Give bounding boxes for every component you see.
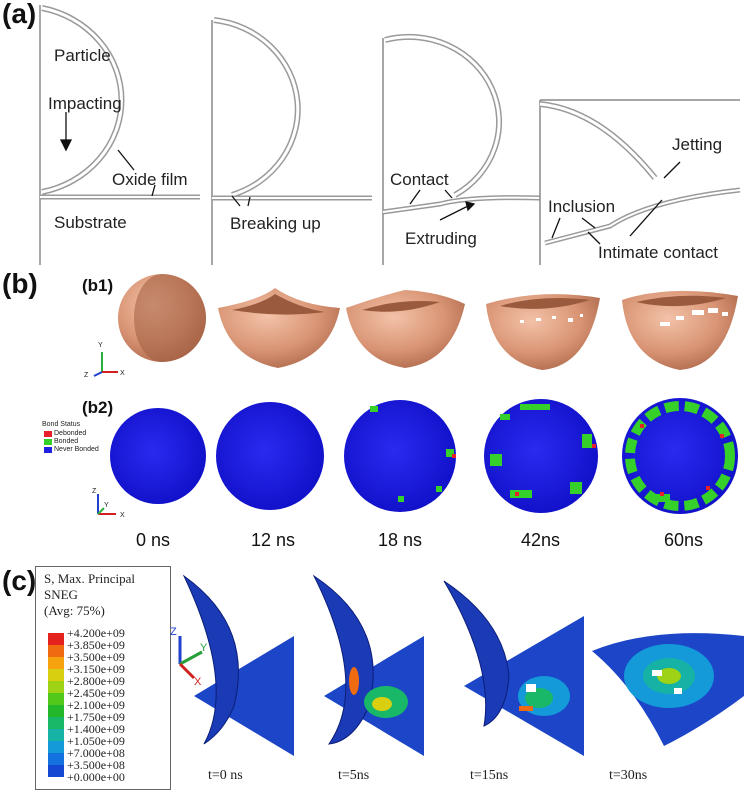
c-frame-0ns [182, 574, 294, 756]
stress-legend-title-3: (Avg: 75%) [44, 603, 105, 618]
color-bar-segment [48, 657, 64, 669]
color-bar-value: +2.800e+09 [67, 674, 125, 688]
time-label-b-2: 18 ns [378, 530, 423, 550]
color-bar-segment [48, 729, 64, 741]
legend-never-bonded: Never Bonded [54, 446, 99, 453]
c-frame-15ns [443, 580, 584, 756]
color-bar-value: +1.400e+09 [67, 722, 125, 736]
b1-shape-42ns [486, 294, 600, 370]
time-label-c-1: t=5ns [338, 768, 370, 783]
stress-legend-title-1: S, Max. Principal [44, 571, 135, 586]
time-label-c-0: t=0 ns [208, 768, 243, 783]
color-bar-segment [48, 753, 64, 765]
panel-c-tag: (c) [2, 565, 37, 596]
color-bar-segment [48, 633, 64, 645]
color-bar-value: +3.500e+09 [67, 650, 125, 664]
time-label-b-4: 60ns [664, 530, 704, 550]
color-bar-value: +4.200e+09 [67, 626, 125, 640]
color-bar-segment [48, 741, 64, 753]
legend-debonded: Debonded [54, 430, 87, 437]
swatch-bonded [44, 439, 52, 445]
b2-disc-0ns [110, 408, 206, 504]
b1-axis-y: Y [98, 342, 103, 349]
b2-disc-18ns [344, 400, 456, 512]
b2-bond-discs [110, 398, 738, 514]
color-bar-segment [48, 669, 64, 681]
stress-legend-title-2: SNEG [44, 587, 78, 602]
c-simulation-frames [182, 574, 744, 756]
color-bar-value: +3.500e+08 [67, 758, 125, 772]
label-oxide-film: Oxide film [112, 170, 188, 189]
panel-a-schematic [39, 5, 741, 265]
color-bar-value: +1.050e+09 [67, 734, 125, 748]
time-label-b-1: 12 ns [251, 530, 296, 550]
b2-disc-60ns [622, 398, 738, 514]
b2-axis-x: X [120, 512, 125, 519]
time-label-c-3: t=30ns [609, 768, 648, 783]
label-jetting: Jetting [672, 135, 723, 154]
b1-axis-triad [93, 352, 118, 377]
b2-axis-z: Z [92, 488, 97, 495]
stress-legend: S, Max. Principal SNEG (Avg: 75%) +4.200… [35, 566, 171, 790]
color-bar-value: +2.450e+09 [67, 686, 125, 700]
color-bar-segment [48, 681, 64, 693]
panel-b1-tag: (b1) [82, 276, 114, 295]
label-particle: Particle [54, 46, 111, 65]
b2-disc-12ns [216, 402, 324, 510]
b2-axis-y: Y [104, 502, 109, 509]
b1-shape-12ns [218, 288, 340, 368]
c-axis-y: Y [200, 642, 208, 654]
color-bar-value: +3.150e+09 [67, 662, 125, 676]
color-bar-segment [48, 645, 64, 657]
c-axis-z: Z [170, 626, 177, 638]
color-bar-segment [48, 693, 64, 705]
c-frame-30ns [592, 633, 744, 746]
label-intimate-contact: Intimate contact [598, 243, 719, 262]
c-frame-5ns [312, 574, 424, 756]
color-bar-segment [48, 705, 64, 717]
panel-b2-tag: (b2) [82, 398, 114, 417]
time-label-c-2: t=15ns [470, 768, 509, 783]
label-impacting: Impacting [48, 94, 122, 113]
color-bar-segment [48, 717, 64, 729]
b1-axis-z: Z [84, 372, 89, 379]
label-inclusion: Inclusion [548, 197, 616, 216]
color-bar-segment [48, 765, 64, 777]
color-bar-value: +0.000e+00 [67, 770, 125, 784]
label-substrate: Substrate [54, 213, 127, 232]
label-breaking-up: Breaking up [230, 214, 321, 233]
bond-status-title: Bond Status [42, 421, 81, 428]
color-bar-value: +3.850e+09 [67, 638, 125, 652]
color-bar-value: +2.100e+09 [67, 698, 125, 712]
c-axis-triad [178, 636, 203, 680]
label-extruding: Extruding [405, 229, 477, 248]
b1-particle-shapes [118, 274, 738, 370]
swatch-debonded [44, 431, 52, 437]
b1-shape-60ns [622, 290, 738, 370]
panel-a-tag: (a) [2, 0, 37, 29]
bond-status-legend: Debonded Bonded Never Bonded [44, 430, 104, 457]
c-axis-x: X [194, 676, 202, 688]
label-contact: Contact [390, 170, 449, 189]
panel-b-tag: (b) [2, 268, 38, 299]
b1-shape-18ns [346, 290, 465, 368]
b2-axis-triad [97, 494, 116, 515]
b2-disc-42ns [484, 399, 598, 513]
time-label-b-3: 42ns [521, 530, 561, 550]
time-label-b-0: 0 ns [136, 530, 171, 550]
color-bar-value: +1.750e+09 [67, 710, 125, 724]
color-bar-value: +7.000e+08 [67, 746, 125, 760]
swatch-never-bonded [44, 447, 52, 453]
b1-axis-x: X [120, 370, 125, 377]
legend-bonded: Bonded [54, 438, 79, 445]
b1-shape-0ns [118, 274, 206, 362]
